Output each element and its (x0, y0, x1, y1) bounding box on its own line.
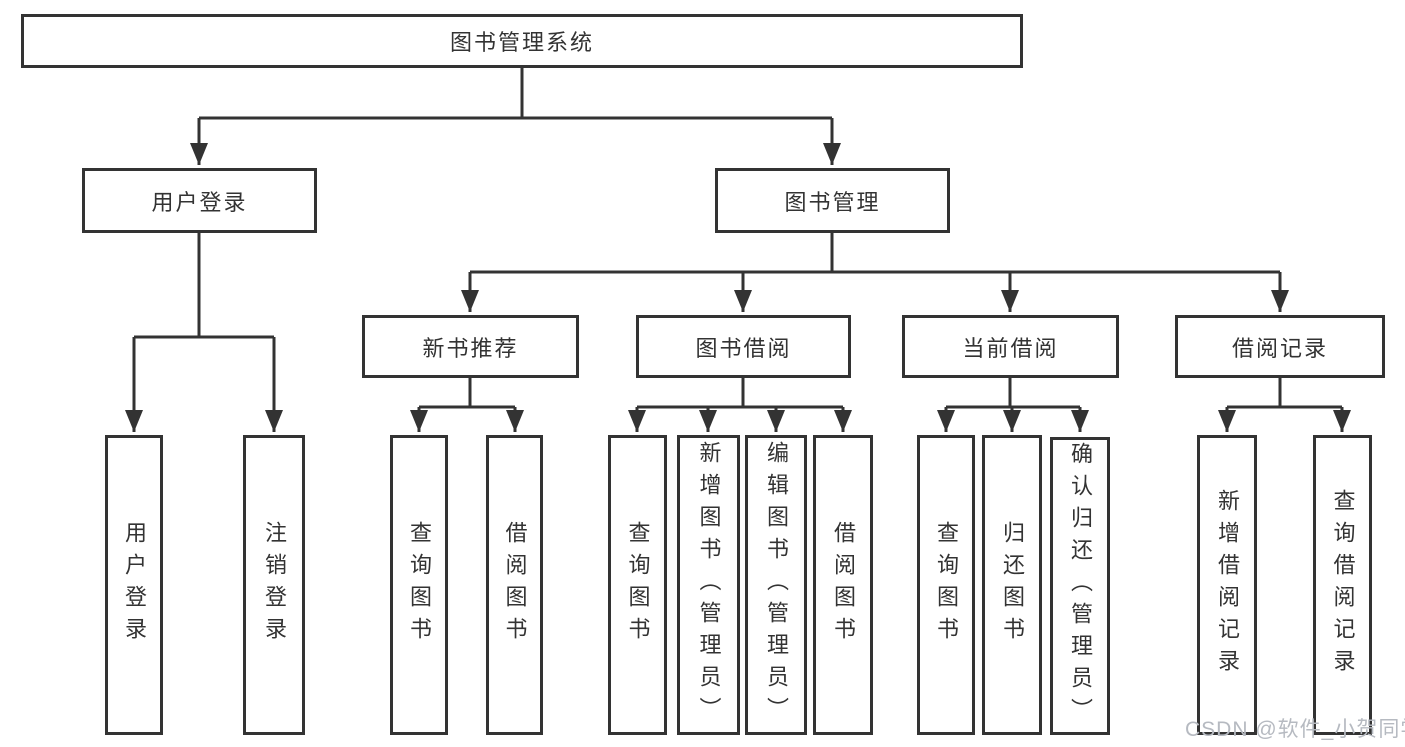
connector (470, 230, 1280, 274)
node-book-management: 图书管理 (715, 168, 950, 233)
leaf-records-add-record: 新增借阅记录 (1197, 435, 1257, 735)
leaf-user-login: 用户登录 (105, 435, 163, 735)
leaf-borrow-add-books-admin: 新增图书（管理员） (677, 435, 740, 735)
leaf-recommend-query-books: 查询图书 (390, 435, 448, 735)
connector-arrows (125, 118, 1351, 432)
connector (134, 231, 274, 339)
leaf-recommend-borrow-books: 借阅图书 (486, 435, 543, 735)
leaf-current-query-books: 查询图书 (917, 435, 975, 735)
connector (637, 376, 843, 409)
leaf-borrow-edit-books-admin: 编辑图书（管理员） (745, 435, 807, 735)
leaf-records-query-record: 查询借阅记录 (1313, 435, 1372, 735)
node-current-borrow: 当前借阅 (902, 315, 1119, 378)
leaf-borrow-borrow-books: 借阅图书 (813, 435, 873, 735)
watermark: CSDN @软件_小贺同学 (1185, 718, 1405, 741)
connector (419, 376, 515, 409)
leaf-logout: 注销登录 (243, 435, 305, 735)
connector-trunks (134, 66, 1342, 409)
node-new-book-recommend: 新书推荐 (362, 315, 579, 378)
leaf-borrow-query-books: 查询图书 (608, 435, 667, 735)
connector (1227, 376, 1342, 409)
leaf-current-confirm-return-admin: 确认归还（管理员） (1050, 437, 1110, 735)
leaf-current-return-books: 归还图书 (982, 435, 1042, 735)
node-borrow-records: 借阅记录 (1175, 315, 1385, 378)
node-user-login: 用户登录 (82, 168, 317, 233)
connector (946, 376, 1080, 409)
connector (199, 66, 832, 120)
node-book-borrow: 图书借阅 (636, 315, 851, 378)
node-library-system: 图书管理系统 (21, 14, 1023, 68)
